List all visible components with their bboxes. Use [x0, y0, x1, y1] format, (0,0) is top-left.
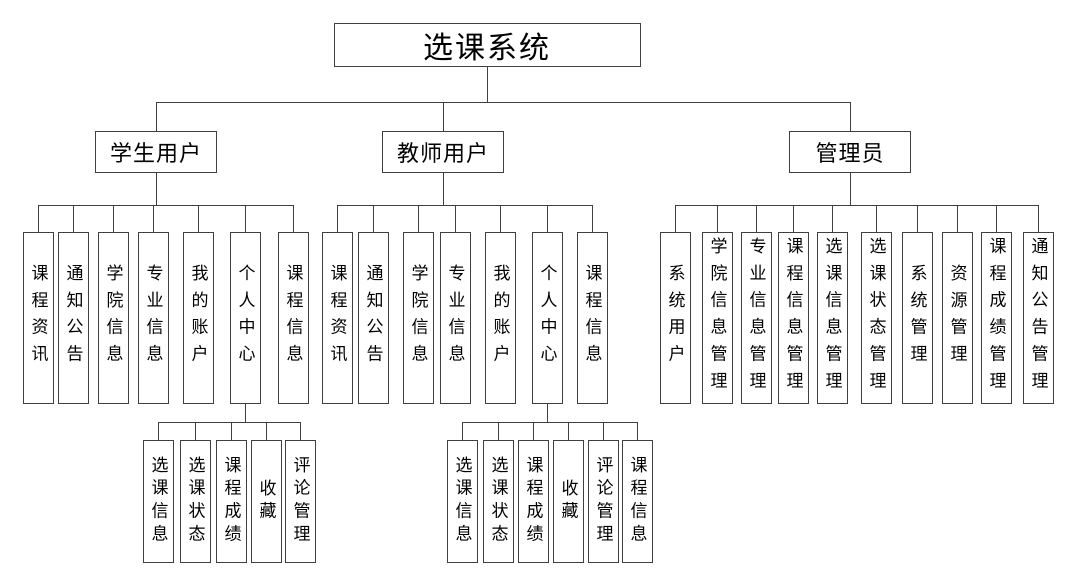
connector-line: [592, 205, 593, 232]
tree-node-course-selection-info-management: 选课信息管理: [816, 232, 848, 404]
connector-line: [231, 422, 232, 440]
connector-line: [876, 205, 877, 232]
connector-line: [793, 205, 794, 232]
tree-node-college-info-management: 学院信息管理: [701, 232, 733, 404]
connector-line: [603, 422, 604, 440]
connector-line: [462, 422, 638, 423]
connector-line: [198, 205, 199, 232]
tree-node-administrator: 管理员: [789, 131, 911, 173]
connector-line: [675, 205, 676, 232]
connector-line: [547, 205, 548, 232]
connector-line: [832, 205, 833, 232]
tree-node-notice-announcement-management: 通知公告管理: [1022, 232, 1054, 404]
tree-node-course-info: 课程信息: [621, 440, 653, 563]
tree-node-favorites: 收藏: [250, 440, 282, 563]
connector-line: [917, 205, 918, 232]
connector-line: [547, 404, 548, 422]
connector-line: [156, 102, 851, 103]
connector-line: [498, 422, 499, 440]
tree-node-course-news: 课程资讯: [22, 232, 54, 404]
connector-line: [568, 422, 569, 440]
tree-node-favorites: 收藏: [552, 440, 584, 563]
connector-line: [637, 422, 638, 440]
connector-line: [500, 205, 501, 232]
tree-node-course-selection-status-management: 选课状态管理: [860, 232, 892, 404]
tree-node-system-user: 系统用户: [659, 232, 691, 404]
connector-line: [996, 205, 997, 232]
tree-node-comment-management: 评论管理: [284, 440, 316, 563]
tree-node-resource-management: 资源管理: [941, 232, 973, 404]
tree-node-course-grades-management: 课程成绩管理: [980, 232, 1012, 404]
connector-line: [455, 205, 456, 232]
tree-node-teacher-user: 教师用户: [382, 131, 504, 173]
tree-node-course-grades: 课程成绩: [215, 440, 247, 563]
connector-line: [245, 205, 246, 232]
connector-line: [337, 205, 593, 206]
tree-node-my-account: 我的账户: [182, 232, 214, 404]
tree-node-major-info: 专业信息: [137, 232, 169, 404]
connector-line: [38, 205, 39, 232]
tree-node-course-selection-status: 选课状态: [179, 440, 211, 563]
tree-node-college-info: 学院信息: [97, 232, 129, 404]
connector-line: [38, 205, 294, 206]
connector-line: [443, 173, 444, 205]
tree-node-course-selection-info: 选课信息: [142, 440, 174, 563]
tree-node-course-info-management: 课程信息管理: [777, 232, 809, 404]
connector-line: [195, 422, 196, 440]
connector-line: [418, 205, 419, 232]
connector-line: [462, 422, 463, 440]
connector-line: [717, 205, 718, 232]
connector-line: [73, 205, 74, 232]
connector-line: [850, 102, 851, 131]
tree-node-course-news: 课程资讯: [321, 232, 353, 404]
connector-line: [957, 205, 958, 232]
connector-line: [293, 205, 294, 232]
tree-node-my-account: 我的账户: [484, 232, 516, 404]
tree-node-course-selection-status: 选课状态: [482, 440, 514, 563]
tree-node-personal-center: 个人中心: [531, 232, 563, 404]
connector-line: [337, 205, 338, 232]
connector-line: [533, 422, 534, 440]
connector-line: [156, 102, 157, 131]
connector-line: [756, 205, 757, 232]
tree-node-notice-announcement: 通知公告: [357, 232, 389, 404]
connector-line: [1038, 205, 1039, 232]
tree-node-course-info: 课程信息: [576, 232, 608, 404]
connector-line: [113, 205, 114, 232]
tree-node-major-info-management: 专业信息管理: [740, 232, 772, 404]
tree-node-major-info: 专业信息: [439, 232, 471, 404]
tree-node-course-selection-system: 选课系统: [333, 23, 641, 67]
connector-line: [153, 205, 154, 232]
connector-line: [245, 404, 246, 422]
connector-line: [158, 422, 301, 423]
connector-line: [156, 173, 157, 205]
tree-node-system-management: 系统管理: [901, 232, 933, 404]
connector-line: [443, 102, 444, 131]
tree-node-student-user: 学生用户: [95, 131, 217, 173]
connector-line: [158, 422, 159, 440]
connector-line: [266, 422, 267, 440]
tree-node-personal-center: 个人中心: [229, 232, 261, 404]
connector-line: [675, 205, 1039, 206]
connector-line: [300, 422, 301, 440]
tree-node-course-grades: 课程成绩: [517, 440, 549, 563]
connector-line: [487, 67, 488, 102]
tree-node-college-info: 学院信息: [402, 232, 434, 404]
tree-node-notice-announcement: 通知公告: [57, 232, 89, 404]
connector-line: [373, 205, 374, 232]
tree-node-course-selection-info: 选课信息: [446, 440, 478, 563]
tree-node-course-info: 课程信息: [277, 232, 309, 404]
tree-node-comment-management: 评论管理: [587, 440, 619, 563]
connector-line: [850, 173, 851, 205]
